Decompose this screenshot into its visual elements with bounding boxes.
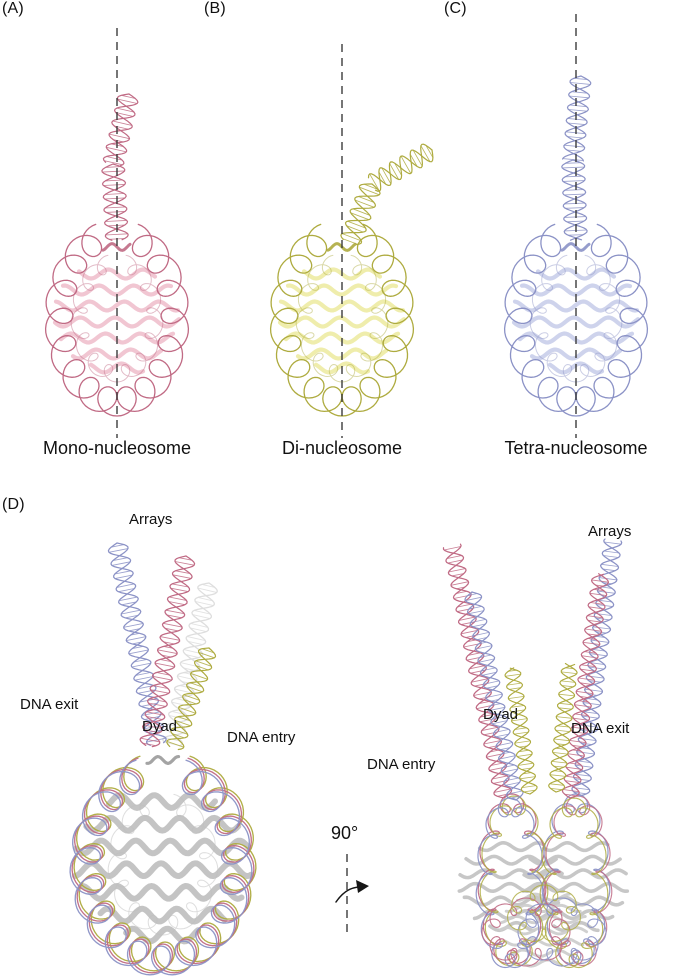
side-dyad-label: Dyad	[483, 706, 519, 723]
panel-c-caption: Tetra-nucleosome	[504, 438, 648, 458]
side-dna-exit-label: DNA exit	[571, 720, 630, 737]
panel-b-tag: (B)	[204, 0, 226, 17]
front-dyad-label: Dyad	[142, 718, 178, 735]
front-dna-exit-label: DNA exit	[20, 696, 79, 713]
panel-c-tag: (C)	[444, 0, 467, 17]
panel-b-caption: Di-nucleosome	[281, 438, 403, 458]
front-arrays-label: Arrays	[129, 511, 173, 528]
rotation-angle-label: 90°	[331, 823, 359, 843]
side-dna-entry-label: DNA entry	[367, 756, 436, 773]
side-arrays-label: Arrays	[588, 523, 632, 540]
front-dna-entry-label: DNA entry	[227, 729, 296, 746]
panel-a-tag: (A)	[2, 0, 24, 17]
panel-a-caption: Mono-nucleosome	[42, 438, 192, 458]
panel-d-tag: (D)	[2, 496, 25, 513]
